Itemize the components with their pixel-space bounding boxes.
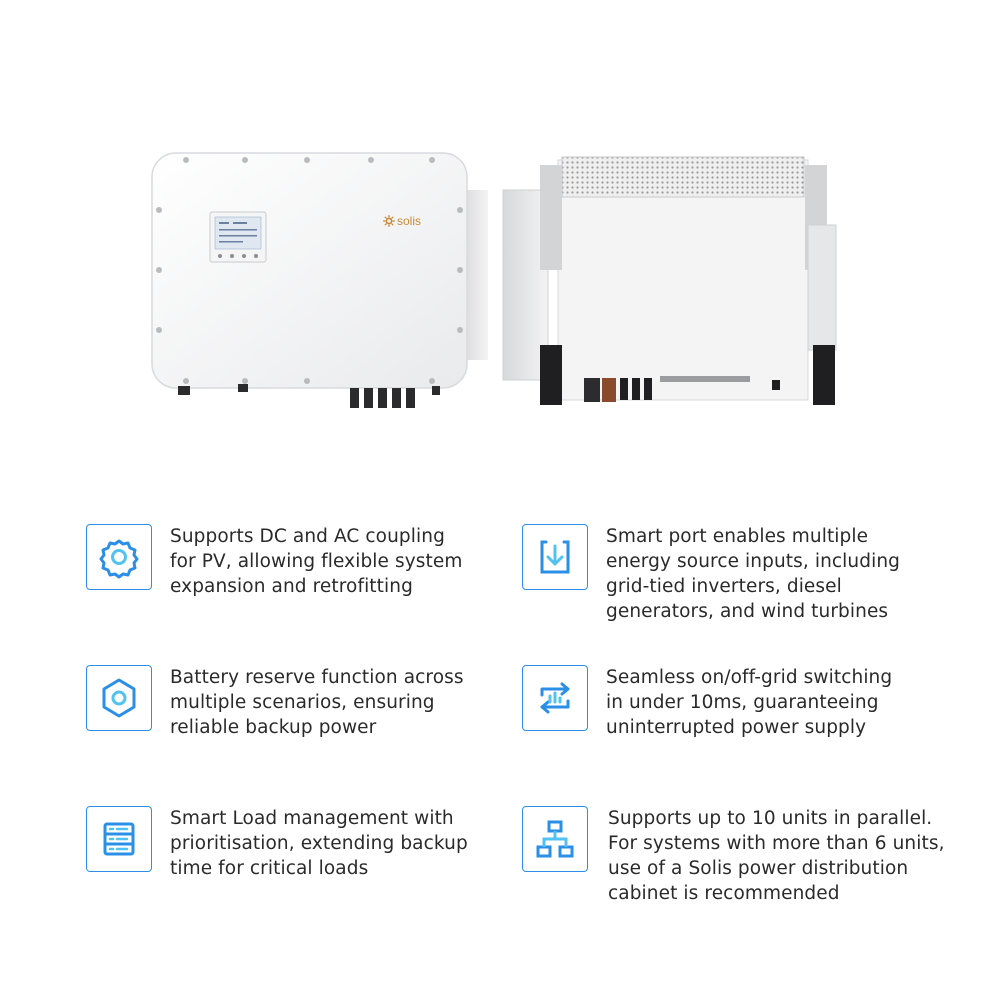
inverter-back-view [502, 156, 837, 405]
gear-icon [86, 524, 152, 590]
download-box-icon [522, 524, 588, 590]
solis-logo: solis [383, 214, 421, 228]
feature-text: Supports up to 10 units in parallel.For … [608, 808, 945, 904]
switch-arrows-icon [522, 665, 588, 731]
network-icon [522, 806, 588, 872]
sun-logo-icon [383, 215, 395, 227]
server-rack-icon [86, 806, 152, 872]
product-images [151, 152, 837, 408]
inverter-front-view [151, 152, 488, 408]
feature-item: Supports up to 10 units in parallel.For … [522, 806, 945, 906]
logo-text: solis [397, 214, 422, 228]
hexagon-icon [86, 665, 152, 731]
